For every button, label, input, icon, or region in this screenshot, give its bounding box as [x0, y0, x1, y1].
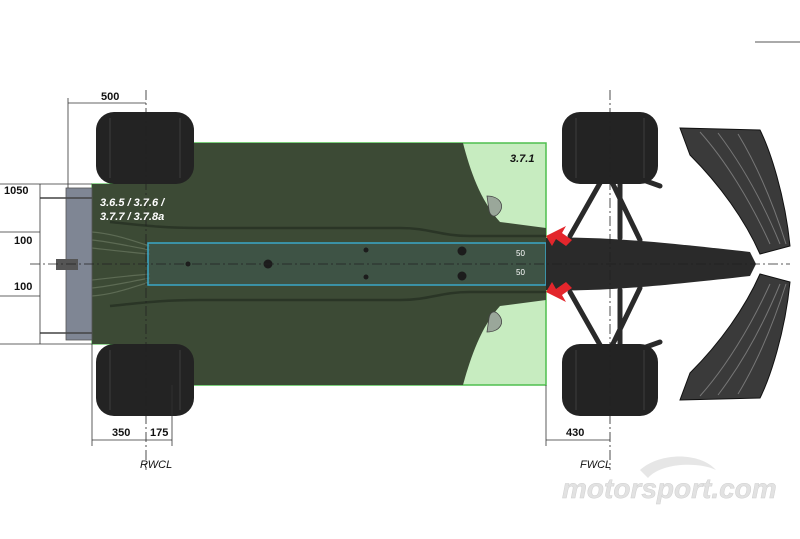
rear-left-tyre [96, 112, 194, 184]
rwcl-label: RWCL [140, 459, 172, 471]
watermark-swoosh-icon [640, 456, 716, 478]
dim-500: 500 [101, 91, 119, 103]
dim-175: 175 [150, 427, 168, 439]
watermark: motorsport.com [562, 456, 777, 504]
fwcl-label: FWCL [580, 459, 611, 471]
rear-light [56, 259, 78, 270]
rear-zone-label-2: 3.7.7 / 3.7.8a [100, 211, 164, 223]
dim-430: 430 [566, 427, 584, 439]
front-wing [679, 127, 791, 401]
arrow-bottom-icon [546, 282, 572, 302]
floor-edge-lines [109, 220, 546, 308]
red-arrows [546, 226, 572, 302]
plank-holes [185, 246, 467, 281]
plank-label-lower: 50 [516, 268, 525, 277]
dim-1050: 1050 [4, 185, 28, 197]
watermark-text: motorsport.com [562, 473, 777, 504]
dim-100-upper: 100 [14, 235, 32, 247]
arrow-top-icon [546, 226, 572, 246]
dim-350: 350 [112, 427, 130, 439]
rear-zone-label: 3.6.5 / 3.7.6 / [100, 197, 166, 209]
dim-100-lower: 100 [14, 281, 32, 293]
dimension-lines [0, 98, 610, 446]
rear-right-tyre [96, 344, 194, 416]
diffuser-fins [91, 231, 151, 297]
plank-label-upper: 50 [516, 249, 525, 258]
floor-zone-label: 3.7.1 [510, 153, 534, 165]
mirrors [486, 195, 502, 333]
